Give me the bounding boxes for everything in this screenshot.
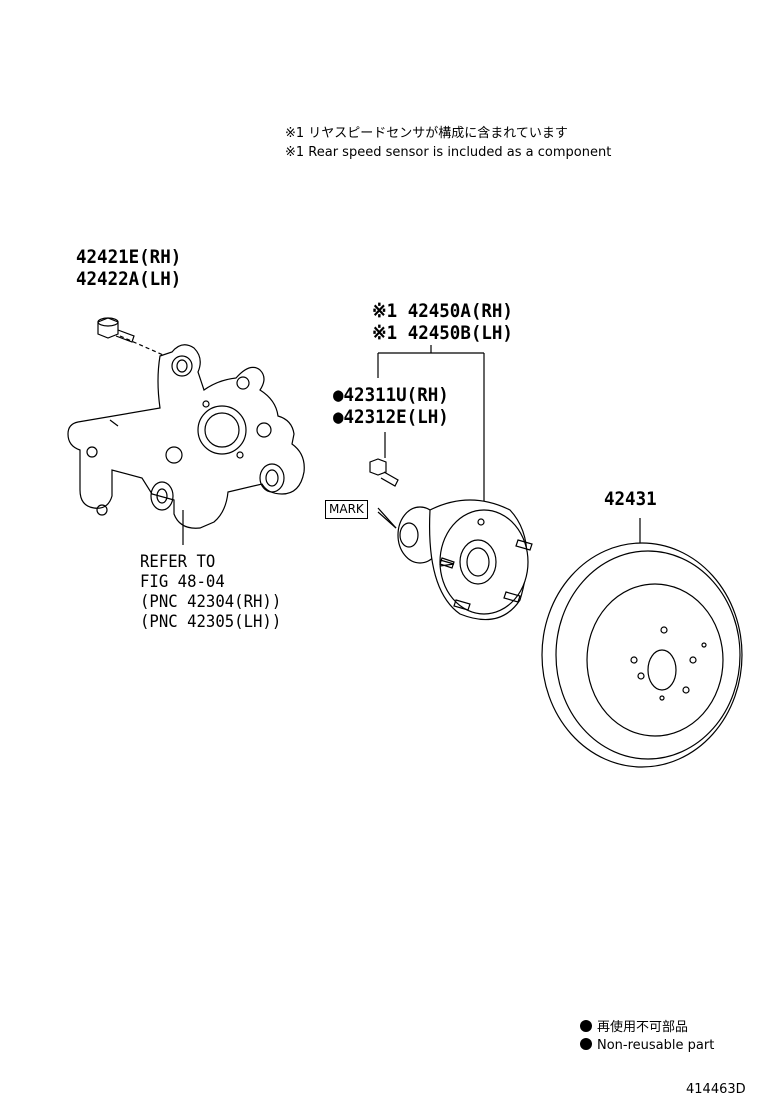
part-number-hub-rh[interactable]: ※1 42450A(RH) [372, 300, 513, 322]
part-number-hub-lh[interactable]: ※1 42450B(LH) [372, 322, 513, 344]
wheel-stud [453, 599, 471, 611]
non-reusable-dot-icon [580, 1020, 592, 1032]
note-japanese: ※1 リヤスピードセンサが構成に含まれています [285, 126, 568, 141]
refer-line-3: (PNC 42304(RH)) [140, 592, 282, 612]
part-number-disc[interactable]: 42431 [604, 488, 657, 510]
part-number-stud-lh[interactable]: ●42312E(LH) [333, 406, 449, 428]
brake-disc [541, 518, 743, 768]
refer-line-2[interactable]: FIG 48-04 [140, 572, 225, 592]
legend-japanese-text: 再使用不可部品 [597, 1020, 689, 1035]
rear-axle-carrier [67, 344, 305, 545]
hub-bolt [369, 432, 399, 487]
legend-english-text: Non-reusable part [597, 1038, 715, 1053]
wheel-stud [503, 591, 521, 603]
figure-id: 414463D [686, 1082, 746, 1097]
wheel-stud [515, 539, 533, 551]
part-number-bolt-rh[interactable]: 42421E(RH) [76, 246, 182, 268]
legend-japanese: 再使用不可部品 [580, 1016, 688, 1035]
refer-line-1: REFER TO [140, 552, 216, 572]
knuckle-bolt [97, 317, 171, 359]
non-reusable-dot-icon [580, 1038, 592, 1050]
hub-leader-bracket [377, 345, 485, 505]
mark-label: MARK [325, 500, 368, 519]
refer-line-4: (PNC 42305(LH)) [140, 612, 282, 632]
wheel-stud [439, 557, 455, 569]
part-number-bolt-lh[interactable]: 42422A(LH) [76, 268, 182, 290]
part-number-stud-rh[interactable]: ●42311U(RH) [333, 384, 449, 406]
hub-bearing-assembly [377, 499, 533, 621]
note-english: ※1 Rear speed sensor is included as a co… [285, 145, 612, 160]
legend-english: Non-reusable part [580, 1038, 714, 1053]
